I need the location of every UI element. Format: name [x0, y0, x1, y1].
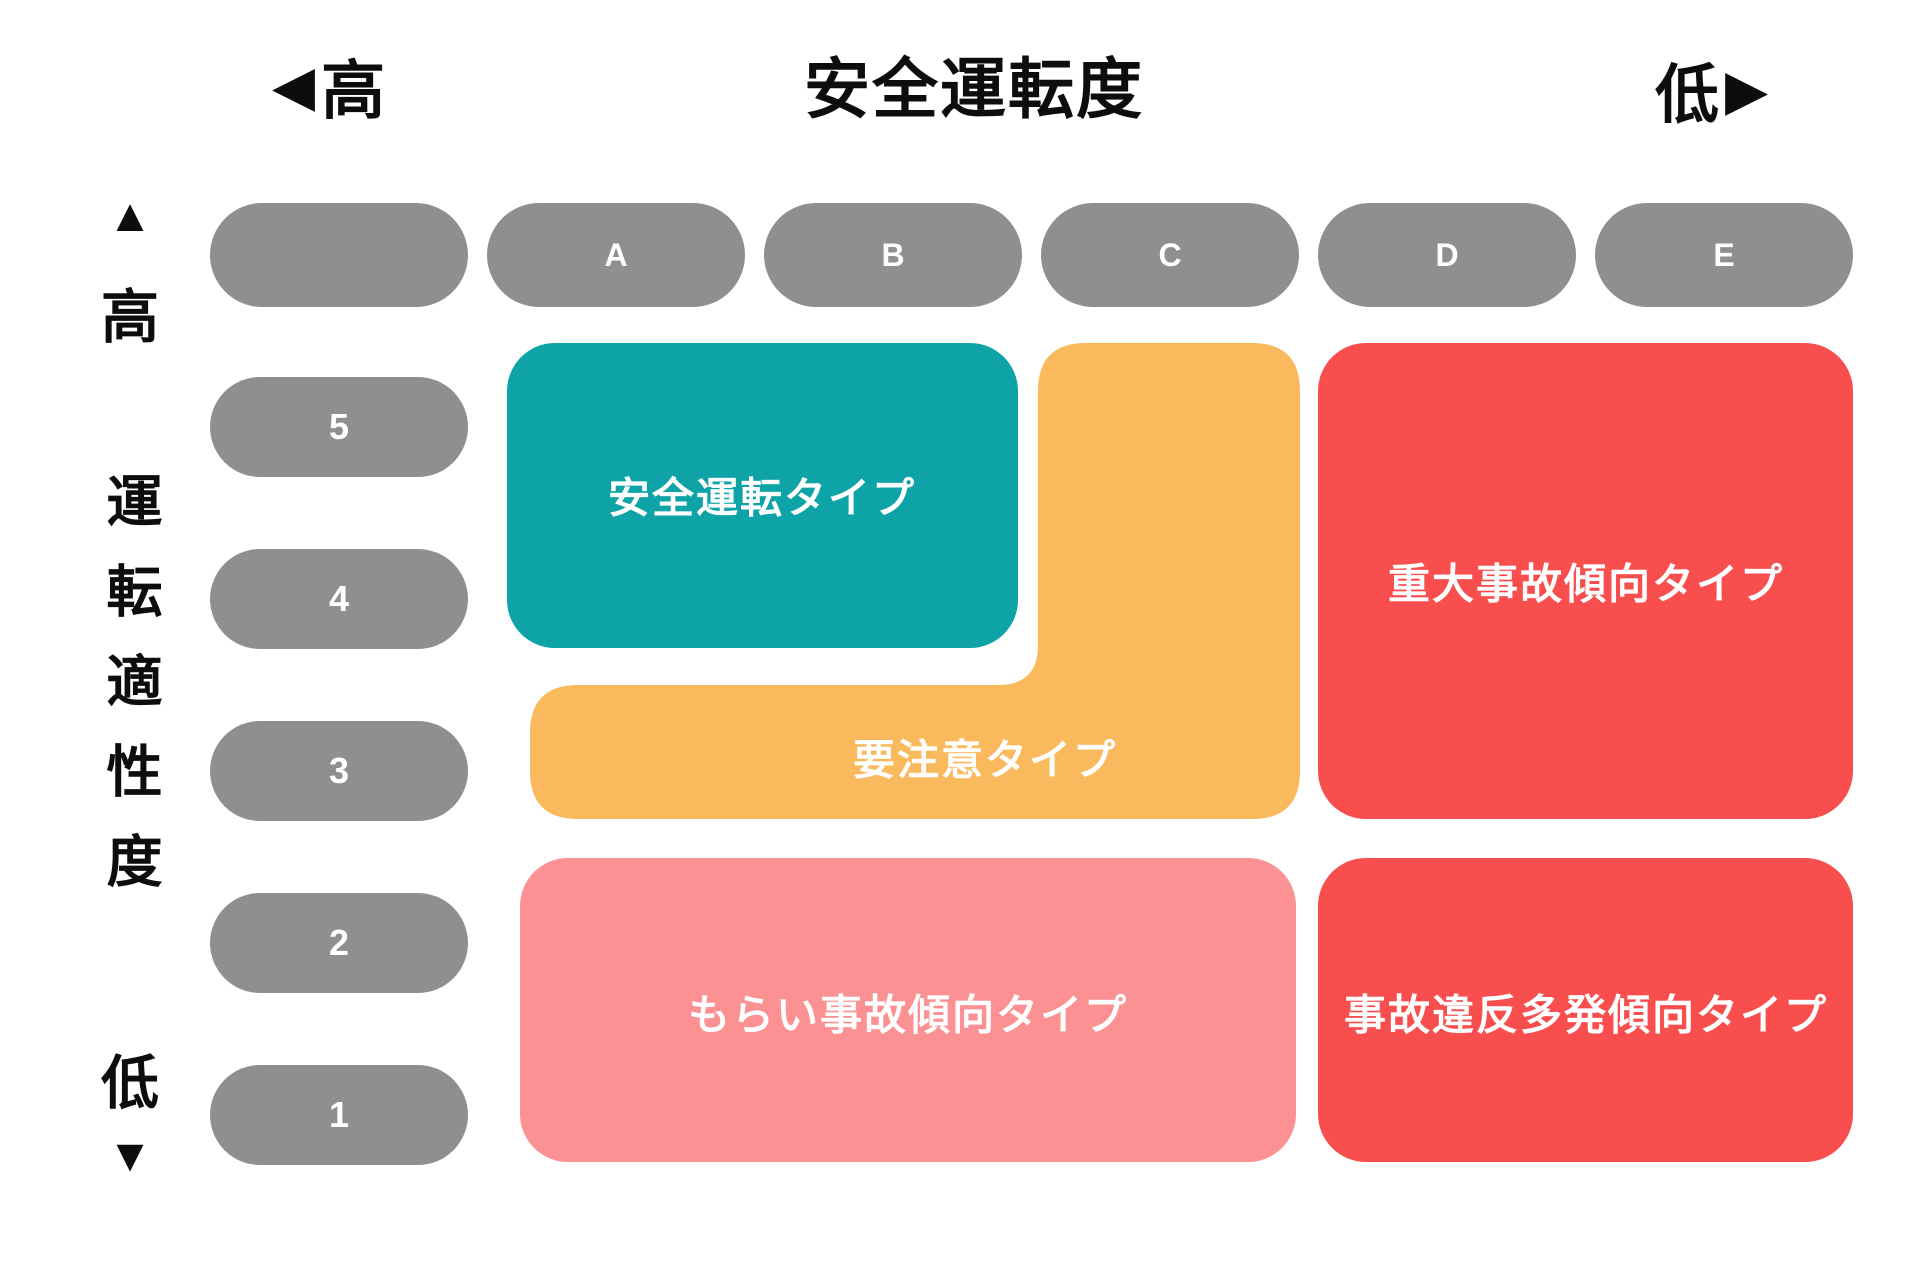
row-pill-1: 1: [210, 1065, 468, 1165]
row-pill-label: 4: [328, 578, 350, 619]
region-caution-label: 要注意タイプ: [852, 736, 1118, 784]
column-pill-label: E: [1713, 236, 1735, 273]
row-pill-label: 5: [328, 406, 350, 447]
arrow-right-icon: ▶: [1725, 58, 1769, 121]
row-pill-4: 4: [210, 549, 468, 649]
chart-title: 安全運転度: [804, 52, 1144, 126]
x-axis-low-label: 低 ▶: [1655, 44, 1768, 136]
column-pill-label: C: [1158, 236, 1182, 273]
column-pill-b: B: [764, 203, 1022, 307]
x-axis-high-label: ◀ 高: [272, 40, 385, 132]
arrow-left-icon: ◀: [272, 54, 316, 117]
y-axis-low-label: 低: [100, 1051, 160, 1116]
region-morai-accident-label: もらい事故傾向タイプ: [687, 991, 1129, 1039]
column-pill-label: B: [881, 236, 905, 273]
region-caution: [530, 343, 1300, 819]
column-pill-a: A: [487, 203, 745, 307]
region-serious-accident: [1318, 343, 1853, 819]
y-axis-down-arrow-icon: ▼: [107, 1129, 153, 1181]
y-axis-up-arrow-icon: ▲: [107, 189, 153, 241]
column-pill-c: C: [1041, 203, 1299, 307]
y-axis-high-label: 高: [100, 285, 160, 350]
row-pill-5: 5: [210, 377, 468, 477]
column-pill-label: A: [604, 236, 628, 273]
region-safe-driving: [507, 343, 1018, 648]
region-caution-shape: [530, 343, 1300, 819]
y-axis-title: 運転適性度: [99, 472, 162, 922]
region-serious-accident-label: 重大事故傾向タイプ: [1387, 560, 1785, 608]
row-pill-2: 2: [210, 893, 468, 993]
row-pill-label: 1: [328, 1094, 350, 1135]
region-accident-violation-label: 事故違反多発傾向タイプ: [1343, 991, 1829, 1039]
row-pill-label: 2: [328, 922, 350, 963]
region-accident-violation: [1318, 858, 1853, 1162]
x-axis-low-text: 低: [1655, 59, 1719, 131]
row-pill-label: 3: [328, 750, 350, 791]
region-safe-driving-label: 安全運転タイプ: [607, 474, 917, 522]
column-pill-e: E: [1595, 203, 1853, 307]
column-pill-label: D: [1435, 236, 1459, 273]
column-pill-blank: [210, 203, 468, 307]
column-pill-d: D: [1318, 203, 1576, 307]
region-morai-accident: [520, 858, 1296, 1162]
row-pill-3: 3: [210, 721, 468, 821]
x-axis-high-text: 高: [321, 55, 386, 127]
